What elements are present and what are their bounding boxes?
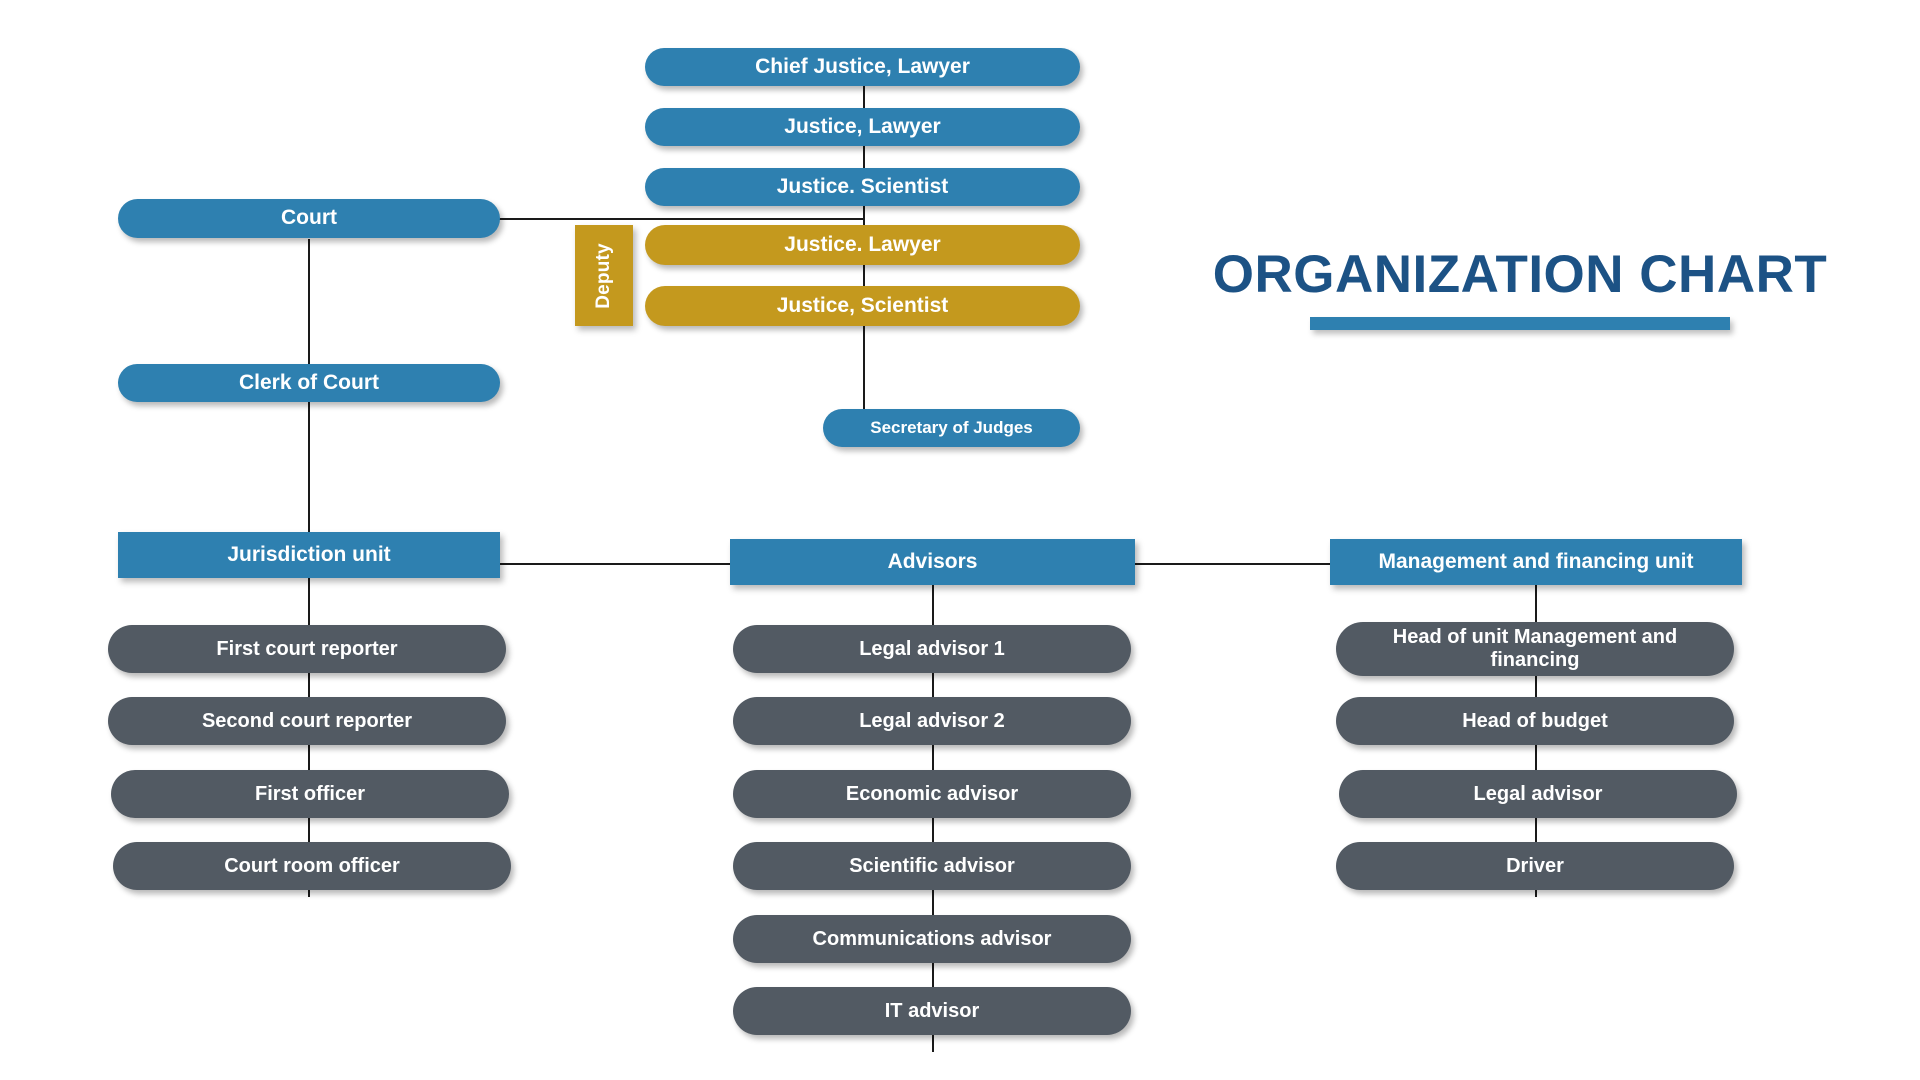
connector-advisors-column	[932, 584, 934, 1052]
connector-court-to-spine	[490, 218, 865, 220]
node-court-room-officer[interactable]: Court room officer	[113, 842, 511, 890]
connector-gold1-to-gold2	[863, 265, 865, 298]
node-management-unit[interactable]: Management and financing unit	[1330, 539, 1742, 585]
node-court[interactable]: Court	[118, 199, 500, 238]
node-driver[interactable]: Driver	[1336, 842, 1734, 890]
node-chief-justice-lawyer[interactable]: Chief Justice, Lawyer	[645, 48, 1080, 86]
node-second-court-reporter[interactable]: Second court reporter	[108, 697, 506, 745]
deputy-tag-label: Deputy	[593, 242, 615, 309]
node-jurisdiction-unit[interactable]: Jurisdiction unit	[118, 532, 500, 578]
connector-jurisdiction-to-advisors	[497, 563, 733, 565]
node-scientific-advisor[interactable]: Scientific advisor	[733, 842, 1131, 890]
node-deputy-tag[interactable]: Deputy	[575, 225, 633, 326]
connector-advisors-to-management	[1130, 563, 1330, 565]
node-first-officer[interactable]: First officer	[111, 770, 509, 818]
node-secretary-of-judges[interactable]: Secretary of Judges	[823, 409, 1080, 447]
page-title: ORGANIZATION CHART	[1212, 245, 1828, 304]
node-legal-advisor-2[interactable]: Legal advisor 2	[733, 697, 1131, 745]
node-legal-advisor-1[interactable]: Legal advisor 1	[733, 625, 1131, 673]
node-clerk-of-court[interactable]: Clerk of Court	[118, 364, 500, 402]
title-block: ORGANIZATION CHART	[1210, 248, 1830, 330]
connector-gold2-to-secretary	[863, 325, 865, 410]
node-justice-scientist-2[interactable]: Justice, Scientist	[645, 286, 1080, 326]
connector-court-to-clerk	[308, 239, 310, 367]
node-economic-advisor[interactable]: Economic advisor	[733, 770, 1131, 818]
node-head-of-budget[interactable]: Head of budget	[1336, 697, 1734, 745]
node-first-court-reporter[interactable]: First court reporter	[108, 625, 506, 673]
node-advisors-unit[interactable]: Advisors	[730, 539, 1135, 585]
node-justice-lawyer[interactable]: Justice, Lawyer	[645, 108, 1080, 146]
title-underline	[1310, 317, 1730, 330]
node-legal-advisor-management[interactable]: Legal advisor	[1339, 770, 1737, 818]
node-head-of-unit[interactable]: Head of unit Management and financing	[1336, 622, 1734, 676]
node-justice-lawyer-gold[interactable]: Justice. Lawyer	[645, 225, 1080, 265]
node-communications-advisor[interactable]: Communications advisor	[733, 915, 1131, 963]
node-it-advisor[interactable]: IT advisor	[733, 987, 1131, 1035]
connector-justice-to-scientist	[863, 145, 865, 181]
connector-scientist-to-gold1	[863, 205, 865, 238]
connector-chief-to-justice	[863, 85, 865, 119]
connector-clerk-to-jurisdiction	[308, 401, 310, 539]
node-justice-scientist-1[interactable]: Justice. Scientist	[645, 168, 1080, 206]
